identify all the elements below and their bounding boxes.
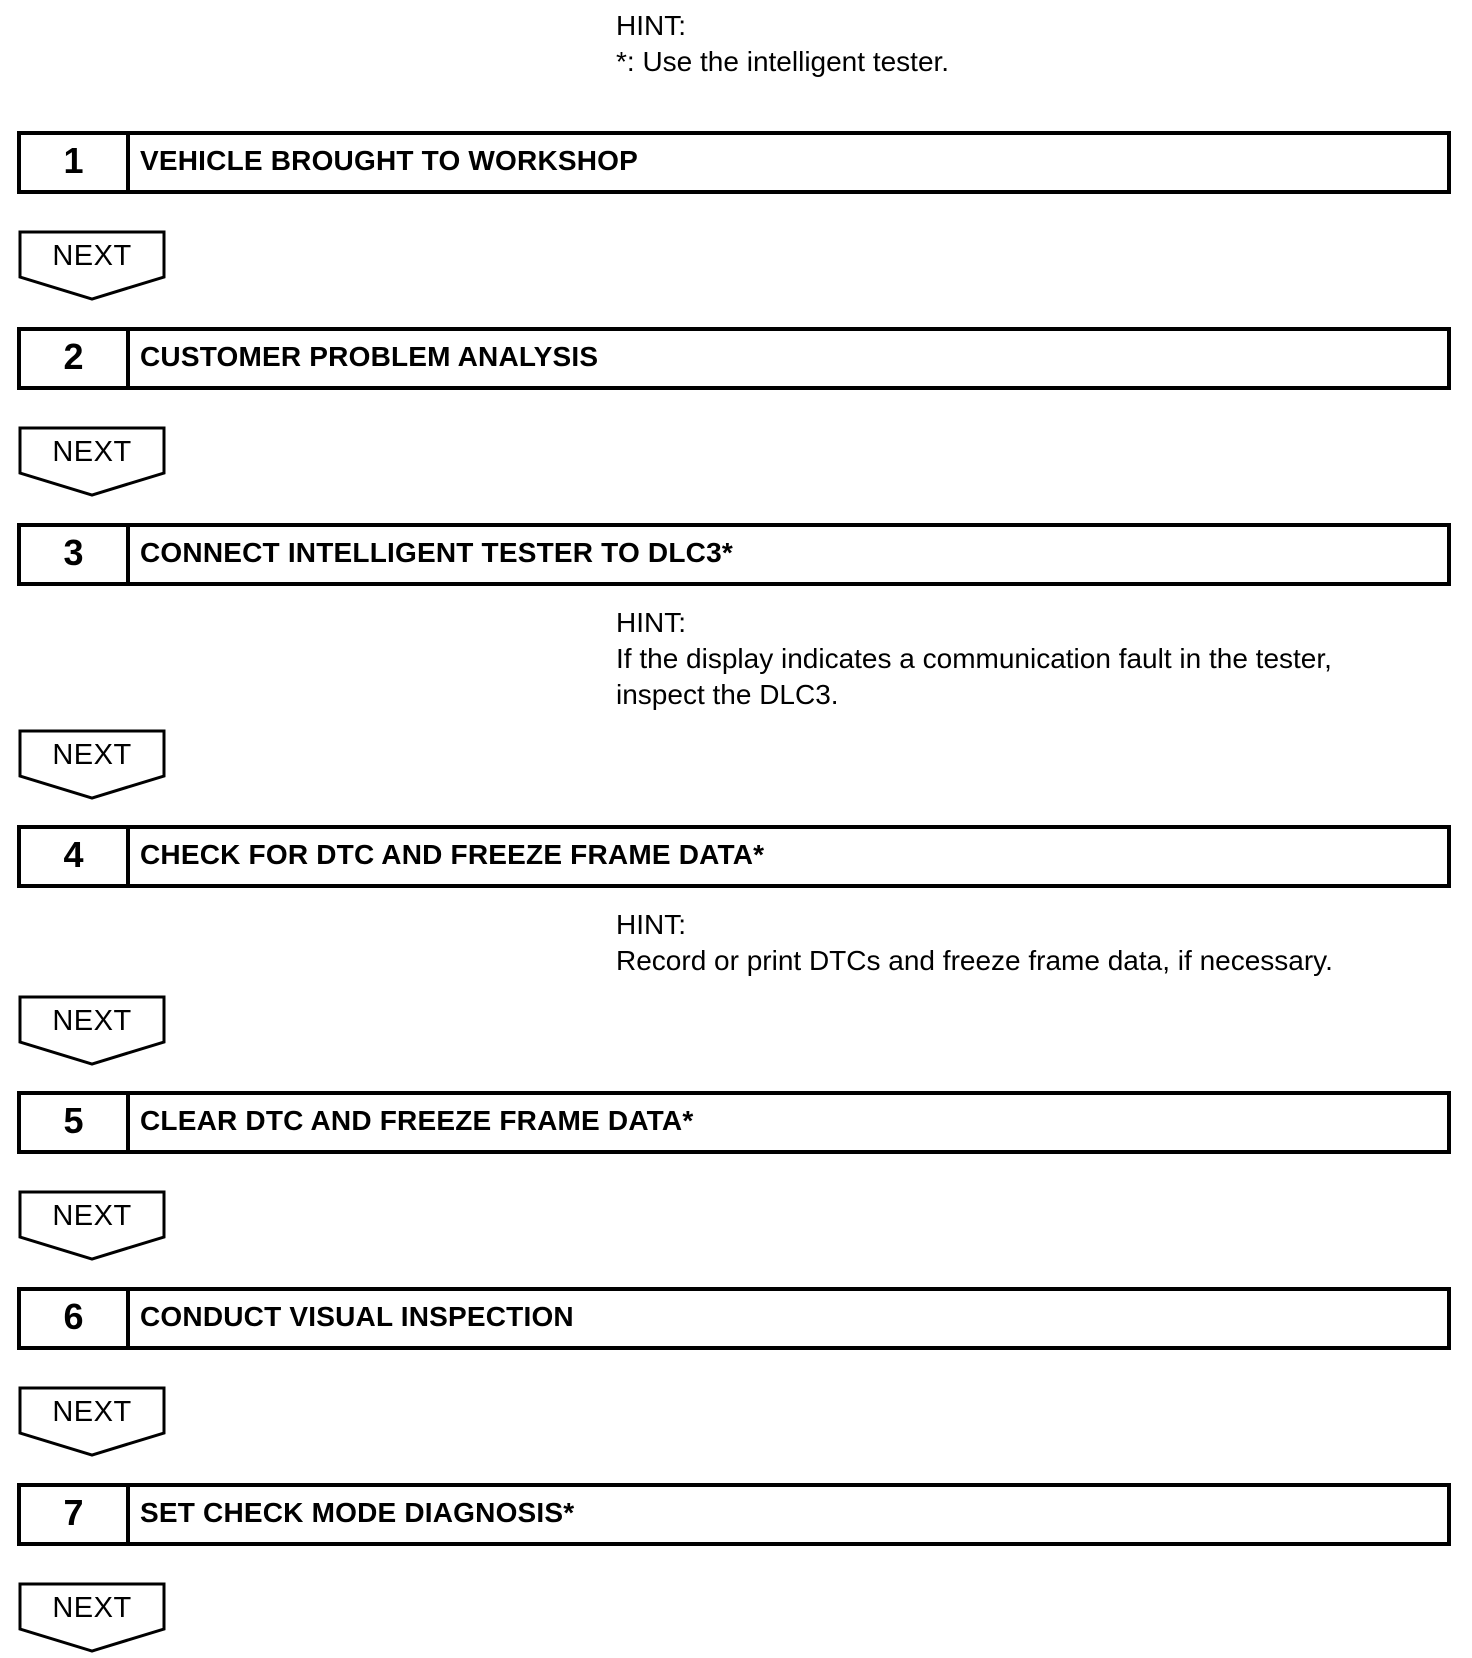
- next-label: NEXT: [52, 1005, 132, 1037]
- next-arrow-shape: [18, 1190, 166, 1261]
- step-number: 6: [21, 1291, 130, 1346]
- hint-title: HINT:: [616, 10, 686, 41]
- step-title: VEHICLE BROUGHT TO WORKSHOP: [140, 144, 639, 176]
- hint-step-3: HINT: If the display indicates a communi…: [616, 605, 1332, 713]
- next-arrow-5: NEXT: [17, 1189, 167, 1263]
- step-title: CUSTOMER PROBLEM ANALYSIS: [140, 340, 599, 372]
- next-arrow-shape: [18, 426, 166, 497]
- step-box-7: 7 SET CHECK MODE DIAGNOSIS*: [17, 1483, 1451, 1546]
- step-title: CONDUCT VISUAL INSPECTION: [140, 1300, 574, 1332]
- step-number: 3: [21, 527, 130, 582]
- hint-general: HINT: *: Use the intelligent tester.: [616, 8, 949, 80]
- next-arrow-2: NEXT: [17, 425, 167, 499]
- next-arrow-1: NEXT: [17, 229, 167, 303]
- next-arrow-3: NEXT: [17, 728, 167, 802]
- step-number: 7: [21, 1487, 130, 1542]
- hint-step-4: HINT: Record or print DTCs and freeze fr…: [616, 907, 1333, 979]
- hint-text: If the display indicates a communication…: [616, 643, 1332, 674]
- hint-title: HINT:: [616, 607, 686, 638]
- hint-text: Record or print DTCs and freeze frame da…: [616, 945, 1333, 976]
- step-box-3: 3 CONNECT INTELLIGENT TESTER TO DLC3*: [17, 523, 1451, 586]
- next-arrow-shape: [18, 729, 166, 800]
- step-box-4: 4 CHECK FOR DTC AND FREEZE FRAME DATA*: [17, 825, 1451, 888]
- next-arrow-6: NEXT: [17, 1385, 167, 1459]
- step-box-5: 5 CLEAR DTC AND FREEZE FRAME DATA*: [17, 1091, 1451, 1154]
- next-arrow-shape: [18, 230, 166, 301]
- next-arrow-shape: [18, 995, 166, 1066]
- hint-text: *: Use the intelligent tester.: [616, 46, 950, 77]
- step-box-1: 1 VEHICLE BROUGHT TO WORKSHOP: [17, 131, 1451, 194]
- step-number: 4: [21, 829, 130, 884]
- next-label: NEXT: [52, 1396, 132, 1428]
- step-title: CONNECT INTELLIGENT TESTER TO DLC3*: [140, 536, 733, 568]
- step-title: SET CHECK MODE DIAGNOSIS*: [140, 1496, 575, 1528]
- next-arrow-7: NEXT: [17, 1581, 167, 1655]
- next-arrow-shape: [18, 1386, 166, 1457]
- hint-title: HINT:: [616, 909, 686, 940]
- step-title: CHECK FOR DTC AND FREEZE FRAME DATA*: [140, 838, 765, 870]
- next-label: NEXT: [52, 1200, 132, 1232]
- next-label: NEXT: [52, 436, 132, 468]
- step-number: 5: [21, 1095, 130, 1150]
- next-arrow-4: NEXT: [17, 994, 167, 1068]
- next-label: NEXT: [52, 240, 132, 272]
- step-title: CLEAR DTC AND FREEZE FRAME DATA*: [140, 1104, 694, 1136]
- step-box-6: 6 CONDUCT VISUAL INSPECTION: [17, 1287, 1451, 1350]
- step-number: 2: [21, 331, 130, 386]
- hint-text: inspect the DLC3.: [616, 679, 839, 710]
- next-label: NEXT: [52, 739, 132, 771]
- step-box-2: 2 CUSTOMER PROBLEM ANALYSIS: [17, 327, 1451, 390]
- step-number: 1: [21, 135, 130, 190]
- next-arrow-shape: [18, 1582, 166, 1653]
- next-label: NEXT: [52, 1592, 132, 1624]
